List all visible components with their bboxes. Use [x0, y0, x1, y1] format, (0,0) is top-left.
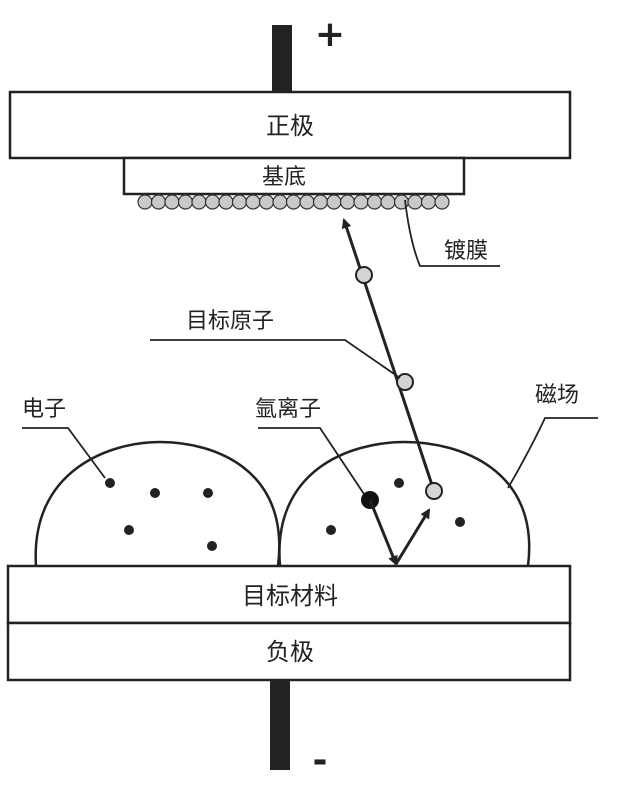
coating-label: 镀膜	[444, 239, 488, 264]
cathode-label: 负极	[266, 638, 314, 666]
electron-dot	[105, 478, 115, 488]
film-bead	[137, 194, 153, 210]
film-bead	[434, 194, 450, 210]
film-bead	[312, 194, 329, 210]
film-bead	[407, 194, 423, 210]
substrate-plate	[122, 156, 466, 196]
substrate-label: 基底	[262, 165, 306, 190]
cathode-rod	[270, 680, 290, 770]
target-atom-leader-line	[150, 339, 401, 379]
coating-film	[137, 194, 450, 210]
magnetic-field-label: 磁场	[535, 383, 579, 408]
magnetic-field-leader-line	[507, 417, 598, 489]
target-atom-high	[355, 266, 373, 284]
film-bead	[258, 194, 275, 210]
film-bead	[366, 194, 383, 210]
electron-dot	[455, 517, 465, 527]
argon-ion-label: 氩离子	[255, 397, 321, 422]
film-bead	[191, 194, 207, 210]
film-bead	[150, 194, 167, 210]
electron-dot	[207, 541, 217, 551]
argon-ion-leader-line	[258, 427, 365, 495]
target-material-label: 目标材料	[242, 582, 338, 610]
film-bead	[339, 194, 356, 210]
magnetic-field-dome-right	[278, 440, 531, 567]
film-bead	[380, 194, 396, 210]
plus-sign: +	[315, 14, 345, 55]
film-bead	[231, 194, 248, 210]
film-bead	[285, 194, 302, 210]
film-bead	[204, 194, 221, 210]
argon-ion-path-down	[368, 499, 398, 566]
magnetic-field-dome-left	[34, 440, 281, 567]
target-atom-low	[425, 482, 443, 500]
electron-dot	[394, 478, 404, 488]
film-bead	[245, 194, 261, 210]
film-bead	[164, 194, 180, 210]
film-bead	[353, 194, 369, 210]
electron-label: 电子	[22, 397, 66, 422]
cathode-plate	[6, 621, 572, 682]
electron-dot	[203, 488, 213, 498]
electron-dot	[150, 488, 160, 498]
film-bead	[299, 194, 315, 210]
anode-rod	[272, 25, 292, 93]
film-bead	[177, 194, 194, 210]
coating-leader-line	[404, 199, 500, 267]
film-bead	[420, 194, 437, 210]
anode-plate	[8, 90, 572, 160]
electron-dot	[326, 525, 336, 535]
electron-dot	[124, 525, 134, 535]
target-atom-mid	[396, 373, 414, 391]
electron-leader-line	[22, 427, 106, 479]
electron-group	[105, 478, 465, 551]
minus-sign: -	[313, 740, 328, 781]
film-bead	[218, 194, 234, 210]
film-bead	[326, 194, 342, 210]
target-atom-label: 目标原子	[186, 309, 274, 334]
argon-ion-path-up	[394, 508, 431, 565]
anode-label: 正极	[266, 112, 314, 140]
film-bead	[272, 194, 288, 210]
target-atom-trajectory	[341, 218, 436, 492]
target-material-plate	[6, 564, 572, 625]
